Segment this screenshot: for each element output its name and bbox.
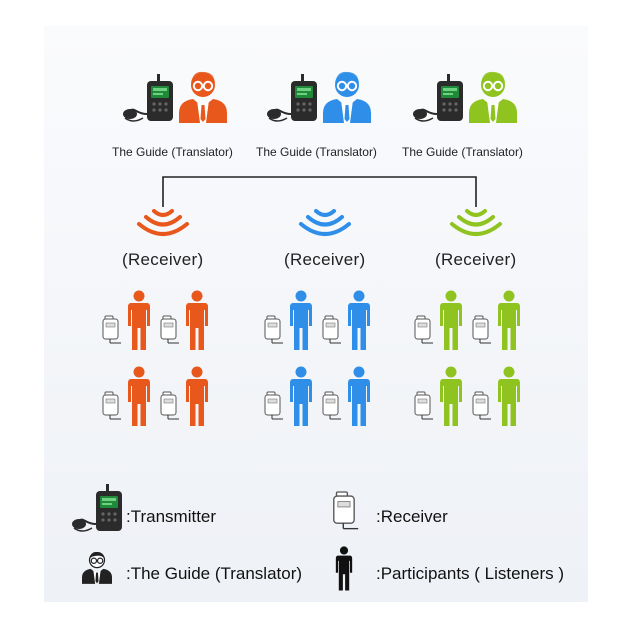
receiver-icon [414,391,434,425]
receiver-icon [160,391,180,425]
guide-label: The Guide (Translator) [402,145,523,159]
legend-guide-label: :The Guide (Translator) [126,564,303,583]
receiver-icon [414,315,434,349]
receiver-icon [322,391,342,425]
receiver-icon [160,315,180,349]
participant-person-icon [496,290,522,357]
participant-person-icon [346,366,372,433]
receiver-group-label: (Receiver) [435,250,517,269]
participant-person-icon [438,366,464,433]
receiver-icon [102,315,122,349]
legend-transmitter-label: :Transmitter [126,507,217,526]
receiver-icon [264,315,284,349]
receiver-icon [472,315,492,349]
participant-person-icon [346,290,372,357]
participant-person-icon [126,366,152,433]
guide-person-icon [82,549,112,590]
participant-person-icon [126,290,152,357]
guide-person-icon [179,66,227,131]
receiver-icon [322,315,342,349]
participant-person-icon [184,290,210,357]
receiver-group-label: (Receiver) [122,250,204,269]
guide-label: The Guide (Translator) [256,145,377,159]
guide-person-icon [469,66,517,131]
participant-person-icon [288,290,314,357]
signal-waves-icon [135,209,191,249]
transmitter-icon [123,74,183,133]
legend-receiver-label: :Receiver [376,507,448,526]
participant-person-icon [496,366,522,433]
participant-person-icon [288,366,314,433]
signal-waves-icon [448,209,504,249]
receiver-icon [102,391,122,425]
transmitter-icon [413,74,473,133]
participant-person-icon [184,366,210,433]
receiver-group-label: (Receiver) [284,250,366,269]
participant-person-icon [438,290,464,357]
transmitter-icon [267,74,327,133]
legend-participants-label: :Participants ( Listeners ) [376,564,565,583]
guide-label: The Guide (Translator) [112,145,233,159]
receiver-icon [264,391,284,425]
guide-person-icon [323,66,371,131]
participant-person-icon [333,546,355,597]
receiver-icon [472,391,492,425]
receiver-icon [332,491,360,535]
transmitter-icon [72,484,132,543]
signal-waves-icon [297,209,353,249]
